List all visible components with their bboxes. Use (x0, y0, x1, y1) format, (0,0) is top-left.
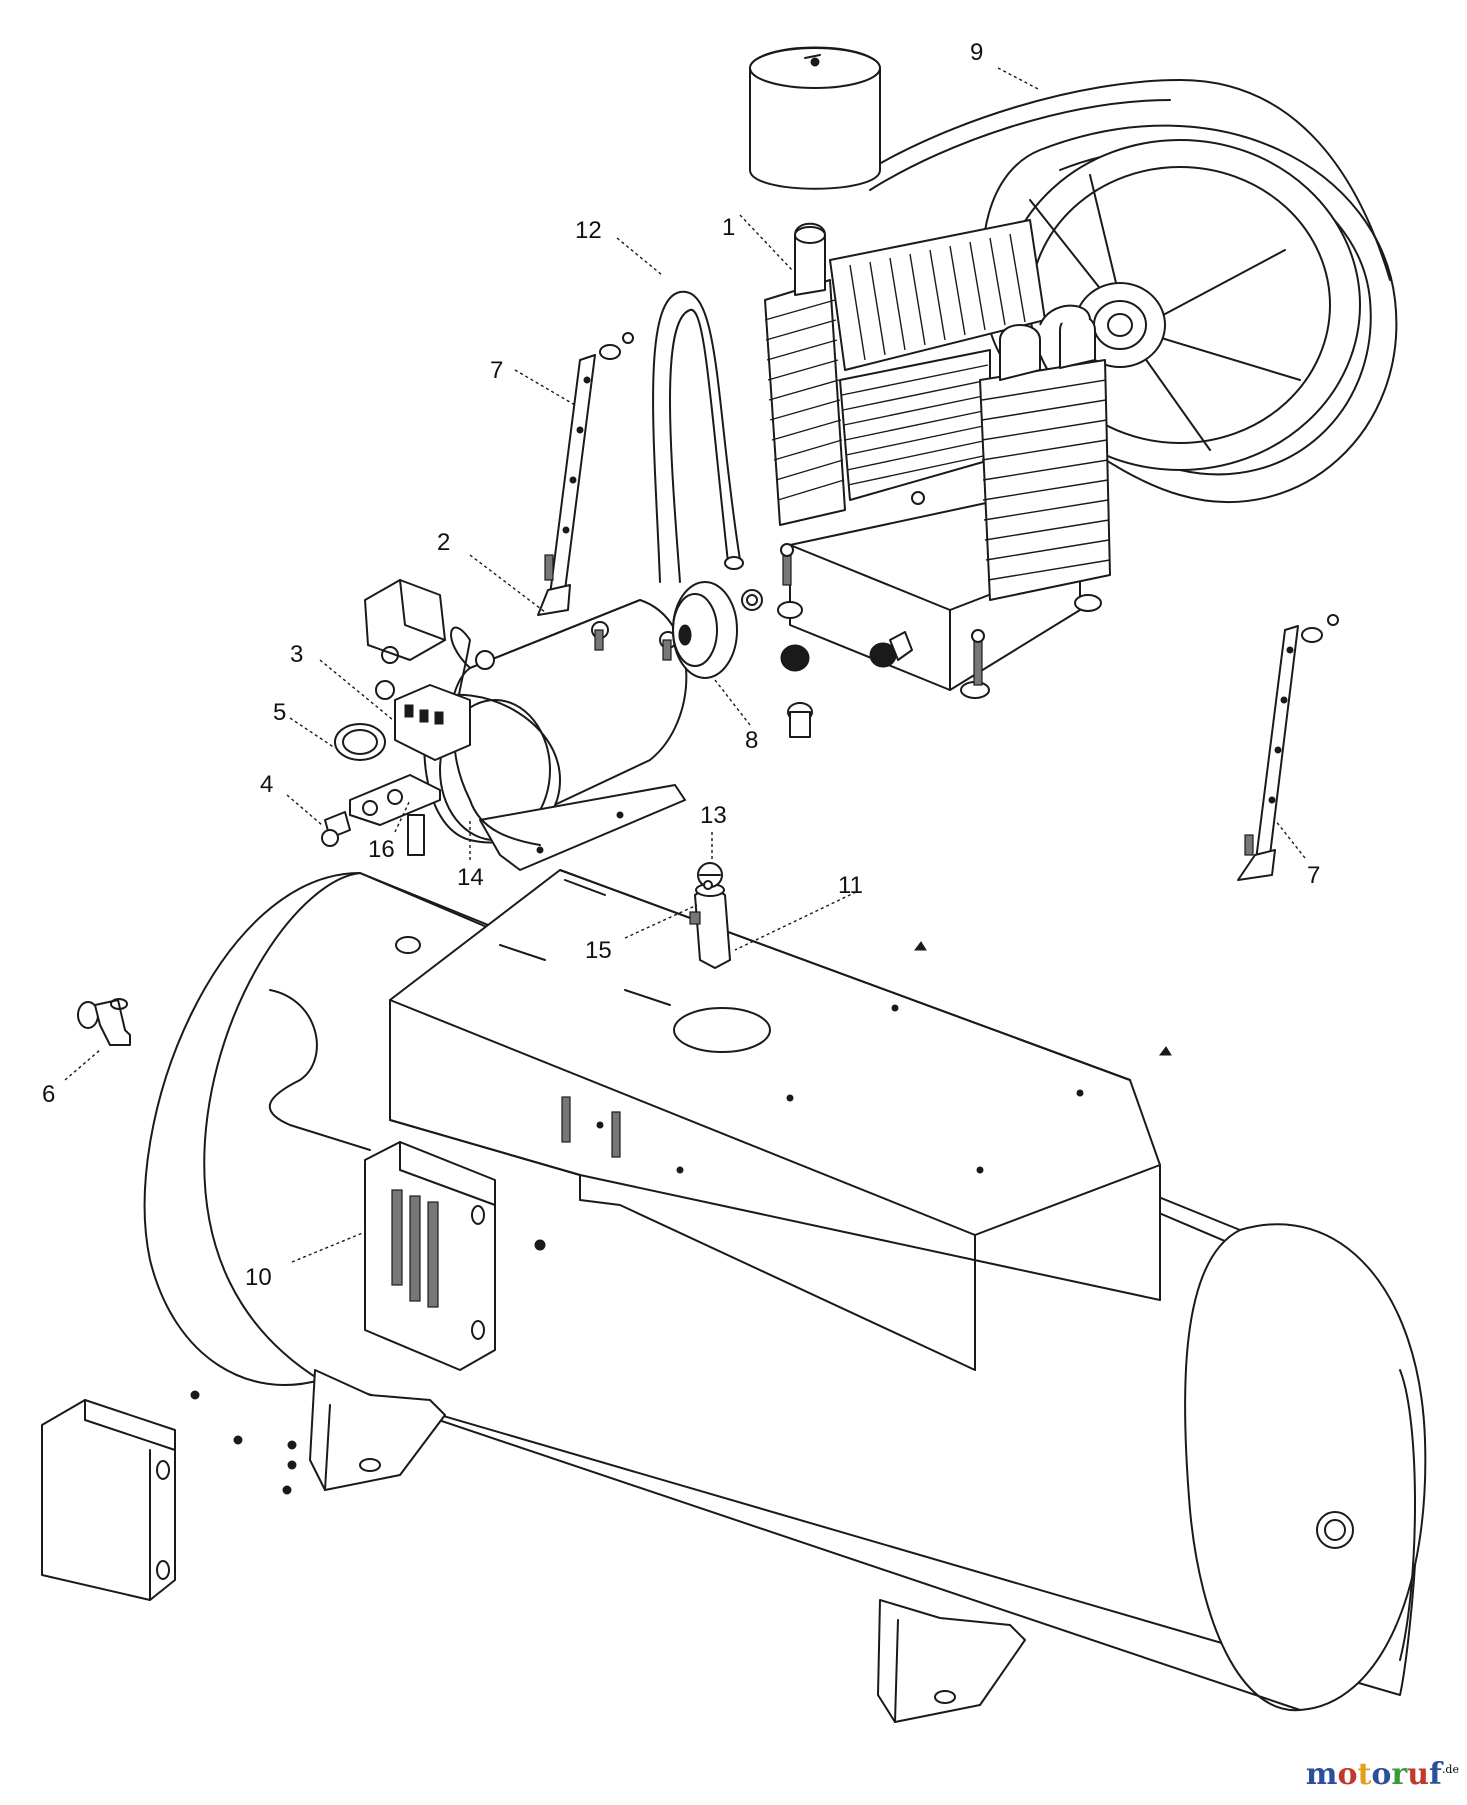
callout-15: 15 (585, 937, 612, 964)
tank-foot-left (309, 1369, 446, 1491)
leader-lines (64, 67, 1306, 1263)
watermark-suffix: .de (1441, 1763, 1459, 1776)
callout-3: 3 (290, 641, 303, 668)
callout-6: 6 (42, 1081, 55, 1108)
watermark-letter: r (1391, 1757, 1408, 1792)
callout-16: 16 (368, 836, 395, 863)
callout-1: 1 (722, 214, 735, 241)
switch-cover (41, 1399, 176, 1601)
callout-8: 8 (745, 727, 758, 754)
compressor-pump (764, 219, 1111, 699)
watermark-letter: o (1337, 1757, 1358, 1792)
callout-7-left: 7 (490, 357, 503, 384)
callout-4: 4 (260, 771, 273, 798)
v-belt-inner (869, 99, 1171, 191)
callout-11: 11 (838, 872, 863, 899)
callout-9: 9 (970, 39, 983, 66)
watermark-letter: f (1429, 1757, 1442, 1792)
switch-body (375, 650, 495, 761)
watermark-logo: motoruf.de (1306, 1757, 1459, 1792)
callout-14: 14 (457, 864, 484, 891)
platform-shroud (389, 869, 1172, 1371)
belt-guard-bracket-right (1237, 614, 1339, 881)
callout-12: 12 (575, 217, 602, 244)
v-belt (859, 79, 1391, 281)
callout-7-right: 7 (1307, 862, 1320, 889)
fittings (741, 589, 813, 738)
wire (268, 989, 371, 1151)
watermark-text: motoruf (1306, 1757, 1442, 1792)
callouts: 1 2 3 4 5 6 7 7 8 9 10 11 12 13 14 15 16 (42, 39, 1320, 1291)
screws (190, 1390, 297, 1495)
gauge (334, 723, 386, 761)
outlet-tube (652, 290, 744, 583)
watermark-letter: m (1305, 1757, 1338, 1792)
watermark-letter: t (1357, 1757, 1372, 1792)
elbow-fitting (77, 998, 131, 1046)
callout-13: 13 (700, 802, 727, 829)
manifold (321, 774, 441, 856)
callout-2: 2 (437, 529, 450, 556)
air-filter (749, 46, 881, 190)
motor-pulley (672, 581, 738, 679)
switch-cover-small (364, 579, 446, 664)
pressure-switch (364, 1141, 546, 1371)
callout-10: 10 (245, 1264, 272, 1291)
tank-port (395, 936, 421, 954)
watermark-letter: u (1407, 1757, 1430, 1792)
tank-foot-right (877, 1599, 1026, 1723)
check-valve (689, 862, 731, 969)
belt-guard-bracket-left (537, 332, 634, 616)
callout-5: 5 (273, 699, 286, 726)
watermark-letter: o (1371, 1757, 1392, 1792)
